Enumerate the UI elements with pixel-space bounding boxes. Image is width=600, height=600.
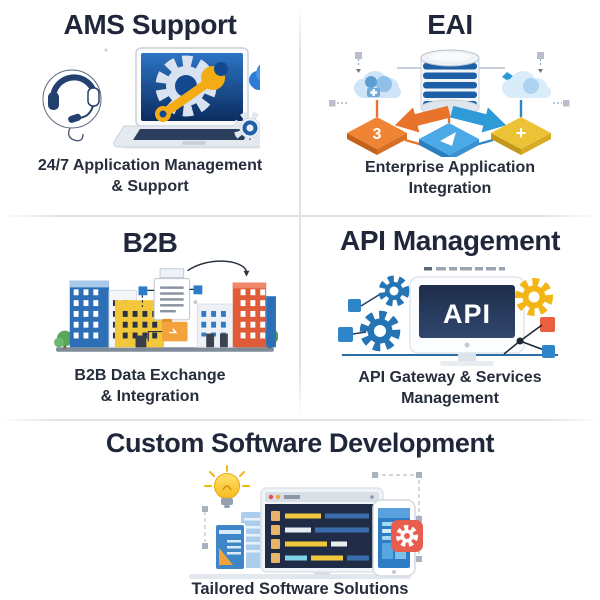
tile-orange-label: 3 [373,126,382,143]
b2b-title: B2B [122,227,178,258]
buildings-icon [69,280,276,348]
b2b-caption: B2B Data Exchange & Integration [0,365,300,407]
ams-title: AMS Support [63,9,237,40]
gear-yellow-icon [515,278,553,316]
wrench-icon [155,62,228,122]
eai-title: EAI [427,9,473,40]
api-screen-label: API [443,299,491,329]
chart-card-icon [214,512,263,571]
ams-caption-line2: & Support [111,178,189,195]
custom-caption: Tailored Software Solutions [0,579,600,600]
eai-caption: Enterprise Application Integration [300,157,600,199]
arrow-left-icon [394,105,451,133]
database-icon [420,49,480,117]
section-api-management: API Management [300,215,600,420]
node-squares [329,52,570,107]
arrow-right-icon [450,105,507,133]
code-lines [271,511,369,563]
ams-illustration [42,47,260,149]
headset-icon [42,48,108,142]
api-title: API Management [340,225,560,256]
section-custom-software: Custom Software Development [0,420,600,600]
divider-horizontal-top [0,215,600,217]
eai-caption-line2: Integration [408,180,492,197]
custom-illustration [189,465,423,579]
dev-monitor-icon [260,487,384,579]
toolbar-dashes [424,267,505,271]
tile-orange: 3 [347,117,407,155]
folder-icon [147,318,188,342]
section-ams-support: AMS Support [0,0,300,215]
ams-caption-line1: 24/7 Application Management [37,157,263,174]
api-caption-line2: Management [401,390,499,407]
tile-yellow-label: + [516,123,527,143]
b2b-caption-line1: B2B Data Exchange [74,367,226,384]
api-illustration: API [338,267,558,366]
divider-horizontal-bottom [0,419,600,421]
custom-caption-line: Tailored Software Solutions [191,580,409,598]
monitor-icon: API [409,276,525,366]
cloud-right-icon [502,71,551,98]
cloud-left-icon [354,71,401,98]
tile-blue [419,123,479,157]
lightbulb-icon [204,465,250,508]
eai-illustration: 3 + [329,49,570,157]
b2b-caption-line2: & Integration [100,388,200,405]
section-b2b: B2B [0,215,300,420]
cloud-icon [249,64,260,90]
divider-vertical [299,4,301,417]
network-node-icon [503,317,555,358]
tile-yellow: + [491,117,551,155]
api-caption-line1: API Gateway & Services [358,369,542,386]
b2b-illustration [54,260,278,352]
gears-left-icon [338,275,410,352]
ground-line [56,347,274,352]
section-eai: EAI [300,0,600,215]
custom-title: Custom Software Development [105,428,495,458]
small-gear-icon [233,111,260,145]
document-icon [153,268,191,321]
gear-app-icon [391,520,423,552]
ams-caption: 24/7 Application Management & Support [0,155,300,197]
api-caption: API Gateway & Services Management [300,367,600,409]
eai-caption-line1: Enterprise Application [364,159,536,176]
